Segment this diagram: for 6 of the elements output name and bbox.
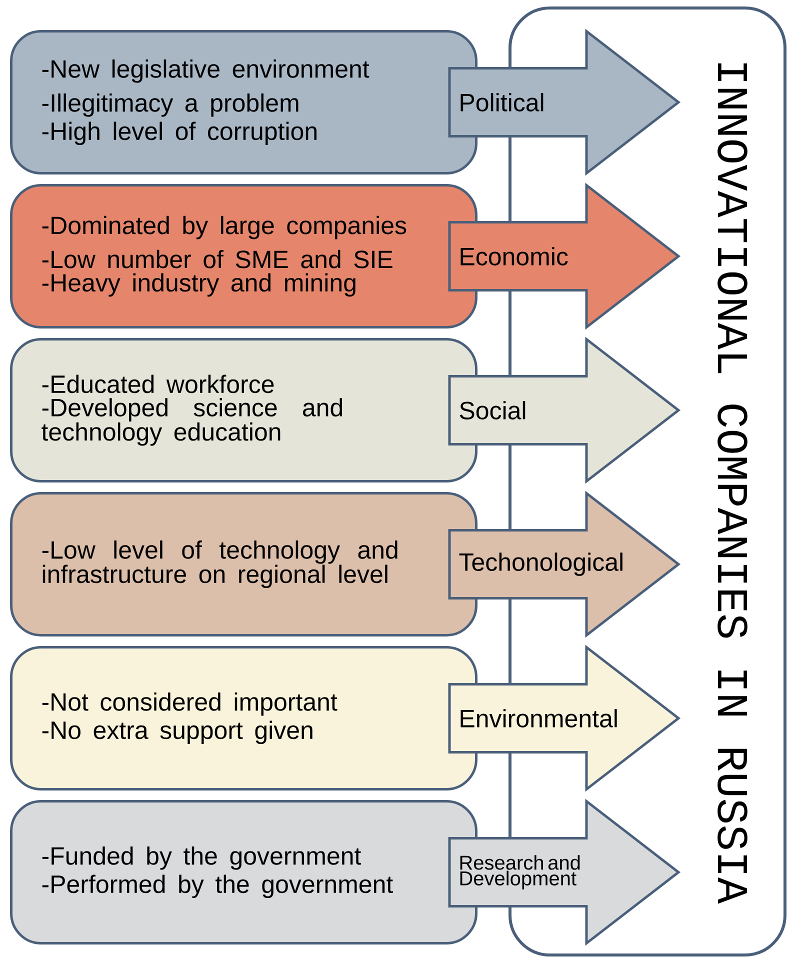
- block-arrow: [448, 182, 681, 330]
- block-arrow: [448, 644, 681, 792]
- block-arrow: [448, 490, 681, 638]
- block-arrow: [448, 798, 681, 946]
- block-arrow: [448, 336, 681, 484]
- block-arrow: [448, 28, 681, 176]
